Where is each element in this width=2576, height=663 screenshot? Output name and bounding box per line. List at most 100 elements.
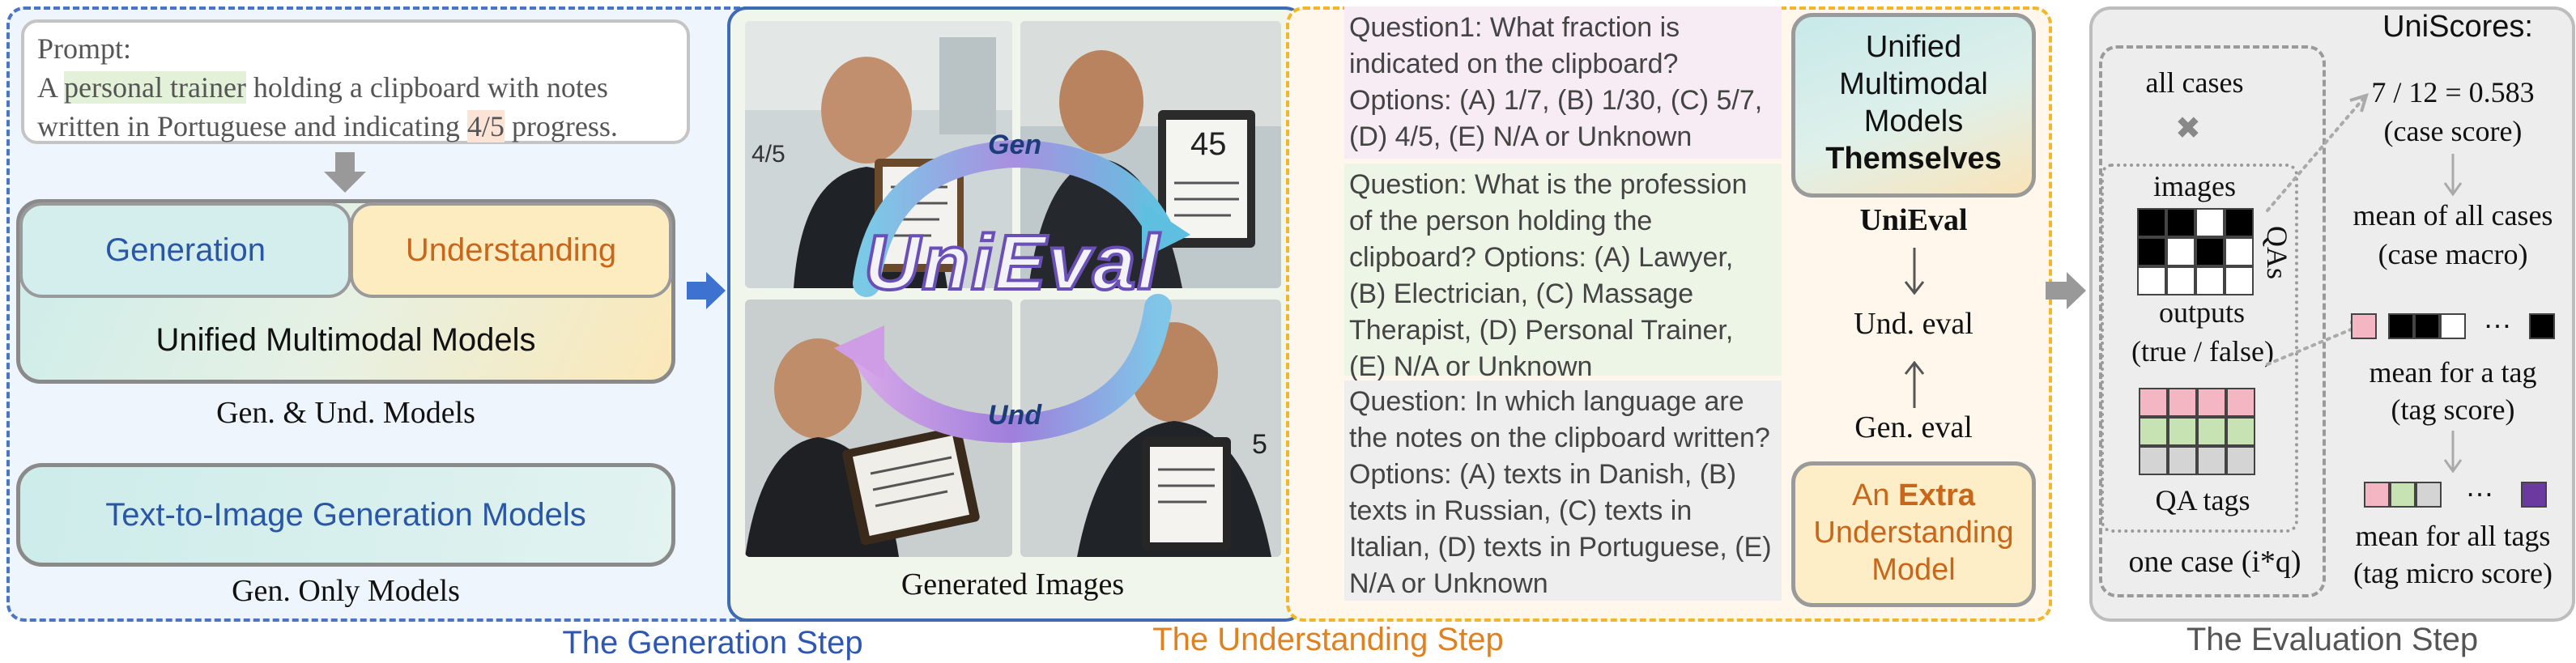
- gen-eval-label: Gen. eval: [1854, 410, 1973, 444]
- tag-cell: [2390, 482, 2416, 508]
- output-cell: [2166, 237, 2195, 266]
- qa-tag-cell: [2168, 388, 2197, 417]
- und-arc-label: Und: [988, 400, 1042, 431]
- prompt-text: A personal trainer holding a clipboard w…: [37, 71, 618, 142]
- case-macro-line1: mean of all cases: [2352, 199, 2553, 232]
- prompt-part-language: Portuguese: [156, 110, 287, 142]
- down-arrow-icon: [324, 152, 366, 193]
- tag-output-cell: [2529, 313, 2555, 339]
- unieval-logo: UniEval: [862, 218, 1161, 308]
- output-cell: [2137, 237, 2166, 266]
- tag-cell: [2364, 482, 2390, 508]
- evaluation-step-title: The Evaluation Step: [2186, 622, 2479, 657]
- qa-tag-cell: [2226, 446, 2255, 475]
- evaluation-step-panel: [2089, 6, 2575, 622]
- ellipsis: …: [2465, 470, 2494, 503]
- down-arrow-icon: [2443, 154, 2463, 196]
- text-to-image-models-box: Text-to-Image Generation Models: [16, 463, 675, 567]
- output-cell: [2225, 237, 2254, 266]
- self-box-line-bold: Themselves: [1825, 142, 2002, 176]
- times-icon: ✖: [2175, 112, 2201, 146]
- qa-tag-cell: [2226, 417, 2255, 446]
- uniscores-label: UniScores:: [2382, 10, 2533, 44]
- tag-output-cell: [2440, 313, 2466, 339]
- outputs-label: outputs: [2158, 296, 2245, 329]
- output-cell: [2137, 266, 2166, 295]
- qa-tag-cell: [2139, 417, 2168, 446]
- question-profession: Question: What is the profession of the …: [1344, 164, 1782, 382]
- tag-score-line2: (tag score): [2391, 393, 2515, 426]
- output-cell: [2137, 208, 2166, 237]
- clipboard-number: 45: [1190, 126, 1227, 162]
- output-cell: [2195, 208, 2225, 237]
- down-arrow-icon: [1904, 248, 1925, 295]
- down-arrow-icon: [2443, 431, 2463, 473]
- images-label: images: [2153, 170, 2236, 202]
- gen-arc-label: Gen: [988, 130, 1042, 160]
- generated-images-caption: Generated Images: [901, 567, 1125, 601]
- tag-score-line1: mean for a tag: [2369, 356, 2537, 389]
- und-eval-label: Und. eval: [1854, 307, 1974, 341]
- case-score-formula: 7 / 12 = 0.583: [2371, 76, 2535, 108]
- qa-tags-grid: [2139, 388, 2255, 475]
- right-arrow-icon: [687, 272, 726, 309]
- output-cell: [2166, 266, 2195, 295]
- qa-tag-cell: [2197, 417, 2226, 446]
- generation-step-title: The Generation Step: [562, 625, 863, 661]
- unified-models-themselves-box: Unified Multimodal Models Themselves: [1791, 13, 2036, 198]
- prompt-part: A: [37, 71, 65, 104]
- tag-micro-line2: (tag micro score): [2353, 557, 2553, 589]
- extra-box-line: Understanding: [1813, 516, 2014, 550]
- output-cell: [2195, 237, 2225, 266]
- true-false-label: (true / false): [2131, 335, 2274, 368]
- output-cell: [2225, 208, 2254, 237]
- all-cases-label: all cases: [2145, 66, 2244, 99]
- qa-tag-cell: [2168, 417, 2197, 446]
- qa-tag-cell: [2139, 388, 2168, 417]
- understanding-step-title: The Understanding Step: [1152, 622, 1504, 657]
- question-fraction: Question1: What fraction is indicated on…: [1344, 6, 1782, 159]
- right-arrow-icon: [2046, 272, 2086, 309]
- case-macro-line2: (case macro): [2378, 238, 2528, 270]
- understanding-pill: Understanding: [350, 202, 672, 298]
- unieval-label: UniEval: [1859, 203, 1968, 237]
- tag-output-cell: [2414, 313, 2440, 339]
- qa-tags-label: QA tags: [2155, 484, 2250, 516]
- output-cell: [2225, 266, 2254, 295]
- tag-output-cell: [2388, 313, 2414, 339]
- one-case-label: one case (i*q): [2128, 545, 2301, 579]
- gen-only-caption: Gen. Only Models: [232, 574, 460, 608]
- qa-tag-cell: [2197, 388, 2226, 417]
- extra-box-line: An Extra: [1795, 477, 2032, 514]
- gen-und-caption: Gen. & Und. Models: [216, 396, 475, 430]
- prompt-part: progress.: [504, 110, 618, 142]
- output-cell: [2166, 208, 2195, 237]
- qa-tag-cell: [2139, 446, 2168, 475]
- case-score-label: (case score): [2383, 115, 2523, 147]
- self-box-line: Unified: [1865, 30, 1962, 64]
- tag-score-row: [2351, 313, 2555, 339]
- extra-understanding-model-box: An Extra Understanding Model: [1791, 461, 2036, 607]
- self-box-line: Multimodal: [1839, 67, 1988, 101]
- qa-tag-cell: [2226, 388, 2255, 417]
- prompt-part: and indicating: [286, 110, 467, 142]
- self-box-line: Models: [1863, 104, 1964, 138]
- ellipsis: …: [2483, 301, 2512, 334]
- extra-box-line: Model: [1871, 553, 1956, 587]
- unified-models-label: Unified Multimodal Models: [155, 322, 536, 358]
- extra-box-bold: Extra: [1897, 478, 1976, 512]
- prompt-box: Prompt: A personal trainer holding a cli…: [21, 19, 690, 144]
- outputs-grid: [2137, 208, 2254, 295]
- clipboard-number: 4/5: [752, 141, 786, 168]
- qa-tag-cell: [2197, 446, 2226, 475]
- output-cell: [2195, 266, 2225, 295]
- one-case-frame: [2101, 164, 2298, 533]
- qa-tag-cell: [2168, 446, 2197, 475]
- prompt-part: holding a clipboard with notes written i…: [37, 71, 608, 142]
- prompt-label: Prompt:: [37, 32, 132, 65]
- extra-box-prefix: An: [1851, 478, 1898, 512]
- prompt-part-highlight-profession: personal trainer: [64, 71, 246, 104]
- question-language: Question: In which language are the note…: [1344, 380, 1782, 601]
- tag-cell: [2416, 482, 2442, 508]
- up-arrow-icon: [1904, 361, 1925, 408]
